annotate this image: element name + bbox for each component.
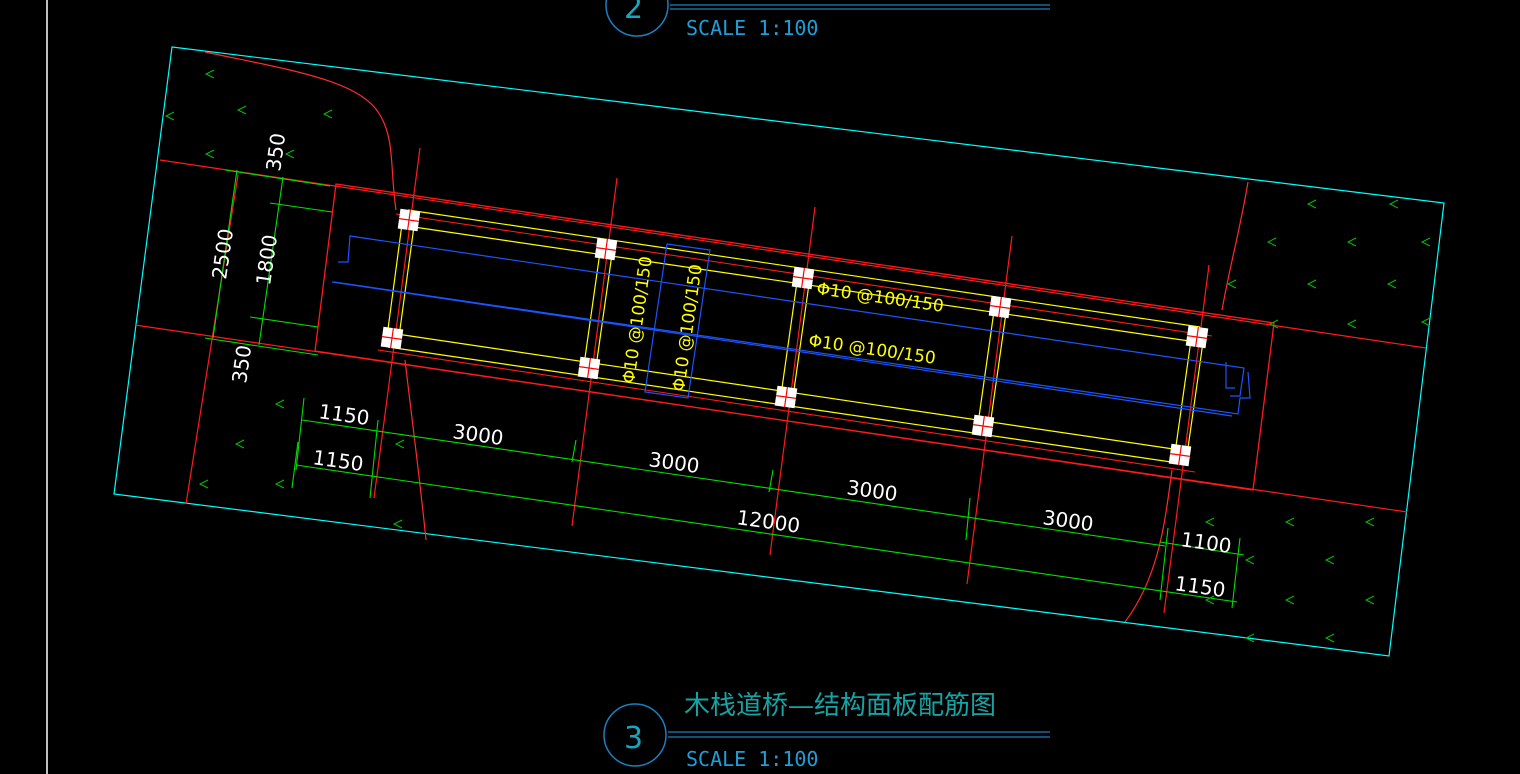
title-number: 2 [624,0,643,26]
column-4a [988,295,1012,319]
dim-text-350-bottom: 350 [227,344,256,385]
title-block-top: 2 SCALE 1:100 [605,0,1050,40]
flow-arrow-icon [1244,555,1255,565]
dim-tick-2 [571,439,577,463]
grid-axis-1 [373,147,421,499]
flow-arrow-icon [1386,279,1397,289]
grid-axis-3 [769,206,816,556]
dim-ext-left-2 [291,441,299,489]
flow-arrow-icon [204,69,215,79]
flow-arrow-icon [1204,517,1215,527]
column-2a [594,237,618,261]
flow-arrow-icon [1306,199,1317,209]
column-1a [397,208,421,232]
flow-arrow-icon [1306,279,1317,289]
column-4b [971,414,995,438]
flow-arrow-icon [274,479,285,489]
grid-axis-4 [966,235,1013,585]
flow-arrow-icon [1420,237,1431,247]
dim-ext-bot-2 [249,316,319,328]
flow-arrow-icon [1324,633,1335,643]
flow-arrow-icon [392,519,403,529]
dim-ext-top-2 [269,202,333,213]
shoreline-bottom-left [404,359,427,541]
flow-arrow-icon [1388,199,1399,209]
title-number-circle [605,0,669,37]
rebar [331,235,1251,417]
flow-arrow-icon [1284,595,1295,605]
dim-tick-5 [1159,527,1169,601]
flow-arrow-icon [204,149,215,159]
column-3b [774,385,798,409]
dim-line-row-1 [301,419,1166,547]
title-number: 3 [624,721,643,756]
title-number-circle [603,703,667,767]
dim-ext-bot [204,337,319,356]
flow-arrow-icon [1204,595,1215,605]
dimension-texts: 350 2500 1800 350 1150 3000 1150 3000 30… [207,132,1233,602]
shoreline-top-left [204,51,397,211]
flow-arrow-icon [1284,517,1295,527]
grid-axis-5 [1163,264,1210,614]
flow-arrow-icon [322,109,333,119]
cross-beam-1a [385,223,403,345]
shoreline-bottom-right [1124,469,1173,623]
dimension-lines [204,169,1245,609]
scale-label: SCALE 1:100 [686,16,818,40]
site-boundary [113,46,1445,657]
flow-arrow-icon [1346,237,1357,247]
cross-beam-1b [397,225,415,345]
column-3a [791,266,815,290]
title-block-bottom: 3 木栈道桥—结构面板配筋图 SCALE 1:100 [603,691,1050,771]
flow-arrow-icon [1244,633,1255,643]
dim-line-1100 [1159,541,1245,556]
flow-arrow-icon [1346,319,1357,329]
flow-arrow-icon [394,439,405,449]
dim-ext-right [1231,537,1241,609]
scale-label: SCALE 1:100 [686,747,818,771]
flow-arrow-icon [1324,555,1335,565]
dim-text-350-top: 350 [261,132,290,173]
columns [380,208,1209,467]
column-2b [577,356,601,380]
deck-edge-lower [377,349,1196,473]
dim-tick-3 [768,469,774,493]
shoreline-top-right [1221,181,1249,311]
flow-arrow-icon [164,111,175,121]
flow-arrow-icon [274,399,285,409]
cross-beam-3b [791,283,810,405]
dim-ext-top [224,169,331,187]
dim-tick-1 [369,419,379,499]
dim-line-row-2 [295,464,1238,603]
column-1b [380,326,404,350]
grid-line-upper [159,159,1427,349]
rebar-hook-right [1225,362,1235,389]
column-5b [1168,443,1192,467]
rebar-mid [331,281,1233,417]
grid-axis-2 [571,177,618,527]
rebar-top [338,235,1245,397]
flow-arrow-icon [236,105,247,115]
flow-arrow-icon [1266,237,1277,247]
drawing-title: 木栈道桥—结构面板配筋图 [684,691,996,721]
dim-ext-left-1 [295,397,305,471]
flow-arrow-icon [234,439,245,449]
flow-arrow-icon [1268,319,1279,329]
flow-arrow-icon [1364,517,1375,527]
dim-tick-4 [965,497,971,541]
dim-line-2500 [212,169,238,339]
rebar-section-strip [644,243,711,399]
deck-outline [314,183,1275,491]
flow-arrow-icon [284,149,295,159]
flow-arrow-icon [1364,595,1375,605]
flow-arrow-icon [198,479,209,489]
dim-line-1800 [258,176,284,346]
rebar-bottom [333,281,1251,415]
flow-arrows [164,69,1431,643]
flow-arrow-icon [1420,317,1431,327]
column-5a [1185,325,1209,349]
flow-arrow-icon [1226,279,1237,289]
